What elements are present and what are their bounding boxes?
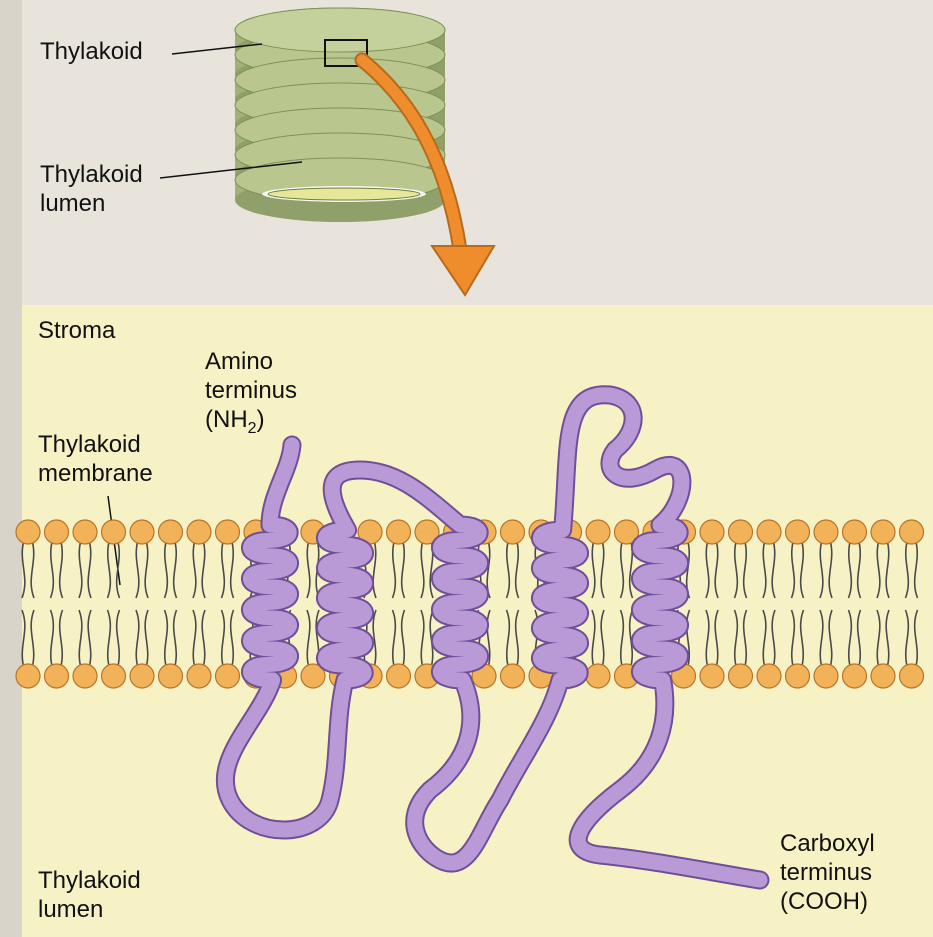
membrane-line1: Thylakoid [38, 430, 153, 459]
lipid-head-lumen [130, 664, 154, 688]
lipid-head-lumen [73, 664, 97, 688]
lipid-head-stroma [73, 520, 97, 544]
lipid-head-lumen [187, 664, 211, 688]
disc-lumen [268, 188, 420, 200]
lipid-head-lumen [900, 664, 924, 688]
lipid-head-stroma [159, 520, 183, 544]
carboxyl-terminus-label: Carboxyl terminus (COOH) [780, 829, 875, 916]
lipid-head-stroma [729, 520, 753, 544]
amino-line3: (NH2) [205, 405, 297, 443]
lipid-head-stroma [501, 520, 525, 544]
lipid-head-stroma [16, 520, 40, 544]
lipid-head-stroma [130, 520, 154, 544]
thylakoid-lumen-bottom-label: Thylakoid lumen [38, 866, 141, 924]
lipid-head-lumen [45, 664, 69, 688]
lipid-head-stroma [900, 520, 924, 544]
carboxyl-line1: Carboxyl [780, 829, 875, 858]
lipid-head-lumen [16, 664, 40, 688]
lipid-head-lumen [501, 664, 525, 688]
thylakoid-lumen-top-label: Thylakoid lumen [40, 160, 143, 218]
lipid-head-lumen [387, 664, 411, 688]
lipid-head-lumen [729, 664, 753, 688]
thylakoid-membrane-label: Thylakoid membrane [38, 430, 153, 488]
lipid-head-stroma [814, 520, 838, 544]
lipid-head-stroma [700, 520, 724, 544]
stroma-label: Stroma [38, 316, 115, 345]
lipid-head-stroma [187, 520, 211, 544]
amino-subscript: 2 [248, 420, 257, 437]
lipid-head-lumen [757, 664, 781, 688]
lipid-head-stroma [102, 520, 126, 544]
lipid-head-stroma [786, 520, 810, 544]
carboxyl-line2: terminus [780, 858, 875, 887]
lipid-head-stroma [387, 520, 411, 544]
amino-line2: terminus [205, 376, 297, 405]
lipid-head-lumen [843, 664, 867, 688]
amino-line1: Amino [205, 347, 297, 376]
lipid-head-stroma [45, 520, 69, 544]
lipid-head-lumen [586, 664, 610, 688]
lipid-head-stroma [757, 520, 781, 544]
amino-nh-suffix: ) [257, 406, 265, 433]
thylakoid-disc [235, 158, 445, 222]
lipid-head-stroma [843, 520, 867, 544]
lipid-head-lumen [786, 664, 810, 688]
lipid-head-lumen [700, 664, 724, 688]
stack-top [235, 8, 445, 52]
membrane-line2: membrane [38, 459, 153, 488]
lipid-head-lumen [814, 664, 838, 688]
lipid-head-stroma [216, 520, 240, 544]
lipid-head-lumen [216, 664, 240, 688]
lipid-head-stroma [586, 520, 610, 544]
lipid-head-lumen [871, 664, 895, 688]
thylakoid-lumen-top-line2: lumen [40, 189, 143, 218]
thylakoid-label: Thylakoid [40, 37, 143, 66]
amino-nh-prefix: (NH [205, 406, 248, 433]
lumen-bottom-line1: Thylakoid [38, 866, 141, 895]
lipid-head-lumen [159, 664, 183, 688]
carboxyl-line3: (COOH) [780, 887, 875, 916]
lipid-head-lumen [102, 664, 126, 688]
lumen-bottom-line2: lumen [38, 895, 141, 924]
thylakoid-lumen-top-line1: Thylakoid [40, 160, 143, 189]
amino-terminus-label: Amino terminus (NH2) [205, 347, 297, 443]
lipid-head-stroma [871, 520, 895, 544]
